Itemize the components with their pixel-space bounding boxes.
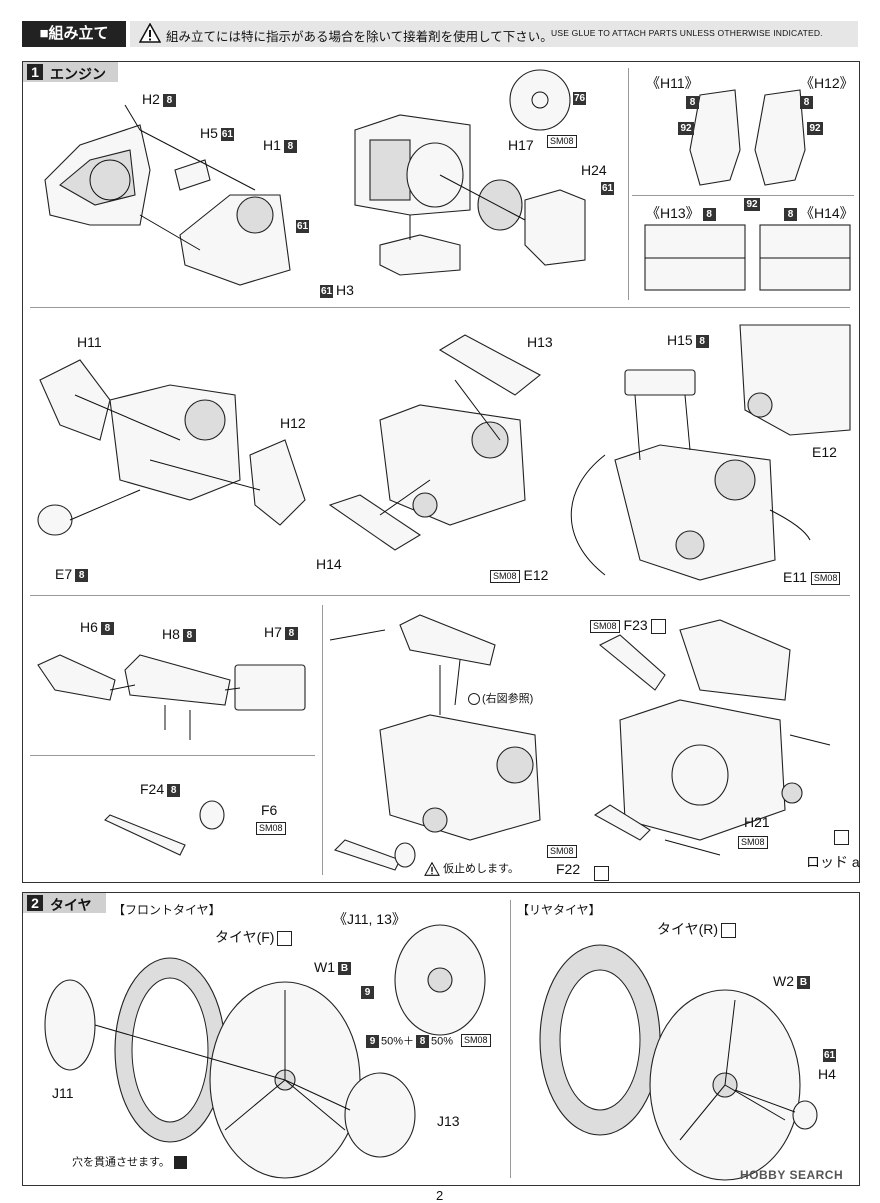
view-label-h13: 《H13》8: [646, 206, 716, 221]
paint-code: 61: [220, 127, 234, 141]
paint-code: 61: [823, 1049, 836, 1063]
ignition-assembly-drawing: [329, 614, 541, 871]
front-wheel-drawing: [44, 924, 486, 1179]
detail-label-j11-13: 《J11, 13》: [333, 911, 406, 927]
warning-icon: [139, 23, 161, 43]
divider: [30, 755, 315, 756]
engine-assembly-drawings: [37, 324, 851, 581]
part-label-j13: J13: [437, 1113, 460, 1129]
watermark-logo: HOBBY SEARCH: [740, 1168, 844, 1182]
paint-code: 8: [683, 94, 699, 112]
part-label-h21: H21: [744, 814, 770, 830]
view-label-h11: 《H11》: [646, 75, 699, 91]
note-drill-hole: 穴を貫通させます。: [72, 1156, 187, 1169]
paint-code: 61: [601, 182, 614, 196]
divider: [632, 195, 854, 196]
front-tire-title: 【フロントタイヤ】: [113, 903, 221, 917]
sm08-badge: SM08: [738, 834, 768, 852]
sm08-badge: SM08: [256, 820, 286, 838]
part-label-h14: H14: [316, 556, 342, 572]
step1-panel: [22, 61, 860, 883]
part-label-h12: H12: [280, 415, 306, 431]
glue-notice-jp: 組み立てには特に指示がある場合を除いて接着剤を使用して下さい。: [166, 30, 553, 44]
engine-case-drawing: [44, 104, 291, 286]
part-label-h4: H4: [818, 1066, 836, 1082]
crankcase-drawing: [354, 69, 586, 276]
step1-number: 1: [27, 64, 43, 80]
part-label-f6: F6: [261, 802, 278, 818]
step2-number: 2: [27, 895, 43, 911]
part-label-j11: J11: [52, 1085, 74, 1101]
part-label-h11: H11: [77, 334, 102, 350]
note-temp-fit: 仮止めします。: [424, 861, 519, 876]
view-label-h12: 《H12》: [800, 75, 854, 91]
no-glue-icon: [834, 830, 849, 845]
assembly-header-tag: ■組み立て: [22, 21, 126, 47]
part-label-h13: H13: [527, 334, 553, 350]
part-label-h17: H17: [508, 137, 534, 153]
part-label-h24: H24: [581, 162, 607, 178]
paint-code: 8: [797, 94, 813, 112]
step1-title-bar: [23, 62, 118, 82]
rear-tire-title: 【リヤタイヤ】: [517, 903, 601, 917]
divider: [322, 605, 323, 875]
sm08-badge: SM08: [547, 133, 577, 151]
view-label-h14: 8《H14》: [784, 206, 854, 221]
paint-code: 61: [296, 220, 309, 234]
paint-code: 92: [741, 196, 760, 214]
no-glue-icon: [721, 922, 737, 938]
paint-code: 8: [283, 139, 297, 153]
no-glue-icon: [277, 930, 293, 946]
paint-code: 92: [804, 120, 823, 138]
part-label-tire-r: タイヤ(R): [657, 922, 737, 938]
rear-wheel-drawing: [539, 944, 818, 1181]
page-number: 2: [436, 1188, 444, 1203]
no-glue-icon: [650, 618, 666, 634]
part-label-f22: F22: [556, 861, 581, 877]
divider: [510, 900, 511, 1178]
cylinder-head-drawings: [644, 89, 851, 291]
drill-icon: [173, 1156, 187, 1169]
no-glue-icon: [594, 866, 609, 881]
divider: [30, 595, 850, 596]
step2-panel: [22, 892, 860, 1186]
part-label-e12-detail: E12: [812, 444, 837, 460]
step2-title: タイヤ: [50, 897, 92, 913]
divider: [30, 307, 850, 308]
divider: [628, 68, 629, 300]
intake-parts-drawings: [37, 654, 306, 856]
glue-notice-bar: [130, 21, 858, 47]
glue-notice-en: USE GLUE TO ATTACH PARTS UNLESS OTHERWIS…: [551, 28, 823, 38]
paint-code: 8: [162, 93, 176, 107]
note-see-right: (右図参照): [468, 693, 533, 705]
part-label-tire-f: タイヤ(F): [215, 930, 293, 946]
paint-code: 76: [573, 92, 586, 106]
part-label-rod: ロッド a: [806, 854, 860, 870]
warning-icon: [424, 861, 440, 876]
paint-code: 9: [358, 984, 374, 1002]
step1-title: エンジン: [50, 66, 106, 82]
paint-code: 92: [675, 120, 694, 138]
engine-final-drawing: [593, 619, 831, 856]
step2-title-bar: [23, 893, 106, 913]
sm08-badge: SM08: [461, 1032, 491, 1050]
sm08-badge: SM08: [547, 843, 577, 861]
